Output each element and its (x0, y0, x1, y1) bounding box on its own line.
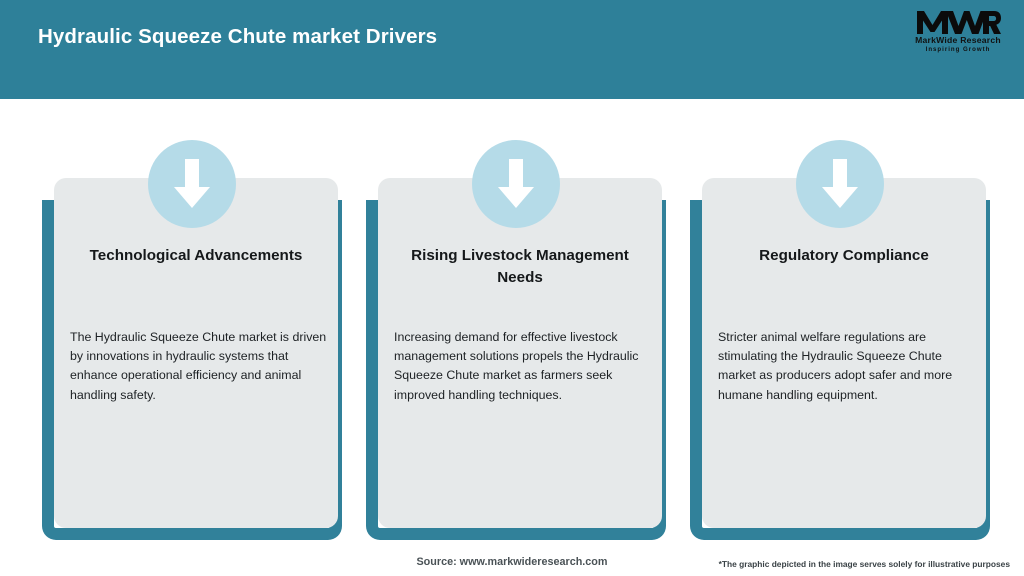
card-panel (378, 178, 662, 528)
card-body-text: Stricter animal welfare regulations are … (718, 330, 953, 402)
driver-card: Technological Advancements The Hydraulic… (42, 140, 342, 540)
header-banner (0, 0, 1024, 99)
down-arrow-icon (472, 140, 560, 228)
card-title: Technological Advancements (89, 247, 303, 264)
source-attribution: Source: www.markwideresearch.com (416, 556, 608, 568)
card-panel (702, 178, 986, 528)
mwr-monogram-icon (917, 11, 1001, 34)
logo-company-name: MarkWide Research (915, 35, 1001, 45)
down-arrow-glyph (498, 159, 534, 208)
logo-tagline: Inspiring Growth (925, 46, 991, 53)
drivers-card-row: Technological Advancements The Hydraulic… (0, 140, 1024, 540)
down-arrow-icon (148, 140, 236, 228)
illustrative-disclaimer: *The graphic depicted in the image serve… (718, 559, 1010, 569)
page-title: Hydraulic Squeeze Chute market Drivers (38, 25, 438, 48)
card-body-text: Increasing demand for effective livestoc… (394, 330, 639, 402)
down-arrow-icon (796, 140, 884, 228)
down-arrow-glyph (822, 159, 858, 208)
card-title: Rising Livestock Management Needs (411, 247, 629, 286)
driver-card: Regulatory Compliance Stricter animal we… (690, 140, 990, 540)
brand-logo: MarkWide Research Inspiring Growth (904, 8, 1012, 60)
card-panel (54, 178, 338, 528)
down-arrow-glyph (174, 159, 210, 208)
card-body-text: The Hydraulic Squeeze Chute market is dr… (70, 330, 327, 402)
card-title: Regulatory Compliance (759, 247, 929, 264)
driver-card: Rising Livestock Management Needs Increa… (366, 140, 666, 540)
